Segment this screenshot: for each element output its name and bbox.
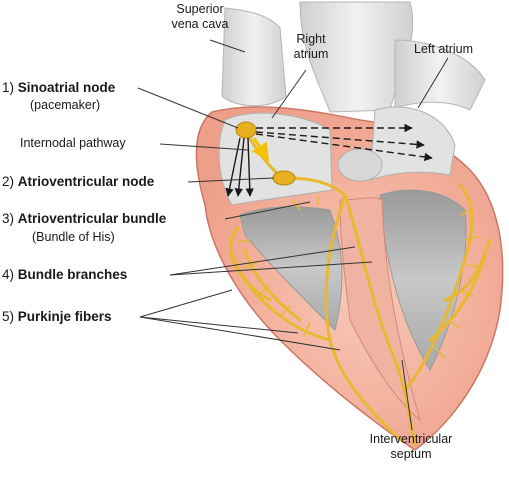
label-right-atrium: Right atrium <box>286 32 336 62</box>
label-bundle-branches: 4) Bundle branches <box>2 267 127 283</box>
bundle-branches-number: 4) <box>2 267 15 282</box>
purkinje-title: Purkinje fibers <box>17 309 112 324</box>
right-ventricle-chamber <box>239 206 343 331</box>
impulse-arrow-3 <box>245 137 254 197</box>
label-av-bundle-sub: (Bundle of His) <box>32 230 115 244</box>
leader-av-bundle <box>224 201 311 220</box>
label-interventricular-septum: Interventricular septum <box>356 432 466 462</box>
septum-line-1: Interventricular <box>369 432 453 446</box>
purkinje-left-2 <box>428 253 487 342</box>
leader-bundle-branch-2 <box>169 261 373 276</box>
leader-bundle-branch-1 <box>169 246 356 276</box>
leader-purkinje-3 <box>139 316 341 351</box>
sa-node-number: 1) <box>2 80 15 95</box>
label-left-atrium: Left atrium <box>414 42 474 56</box>
purkinje-left-3 <box>443 238 492 302</box>
av-impulse-arrow <box>251 137 270 162</box>
pulmonary-trunk <box>394 39 486 111</box>
leader-purkinje-1 <box>139 289 233 318</box>
svc-line-2: vena cava <box>171 17 229 31</box>
label-sa-node-sub: (pacemaker) <box>30 98 101 112</box>
av-bundle-title: Atrioventricular bundle <box>17 211 167 226</box>
label-purkinje-fibers: 5) Purkinje fibers <box>2 309 112 325</box>
leader-right-atrium <box>271 69 307 119</box>
impulse-arrow-5 <box>255 131 425 149</box>
leader-left-atrium <box>417 57 449 109</box>
label-internodal-pathway: Internodal pathway <box>20 136 126 150</box>
superior-vena-cava <box>221 7 287 107</box>
leader-purkinje-2 <box>139 316 299 334</box>
sa-node-title: Sinoatrial node <box>17 80 116 95</box>
leader-internodal <box>159 143 249 151</box>
right-atrium-line-2: atrium <box>293 47 329 61</box>
purkinje-right-3 <box>230 253 272 302</box>
bundle-branches-title: Bundle branches <box>17 267 128 282</box>
purkinje-left-1 <box>403 183 474 392</box>
leader-lines <box>137 39 449 431</box>
valve <box>337 148 383 182</box>
purkinje-fine-fibers <box>237 195 483 359</box>
svc-line-1: Superior <box>176 2 224 16</box>
av-bundle-number: 3) <box>2 211 15 226</box>
leader-septum <box>401 359 413 431</box>
leader-av-node <box>187 177 275 183</box>
septum-line-2: septum <box>390 447 432 461</box>
av-node-number: 2) <box>2 174 15 189</box>
sa-node <box>235 121 257 139</box>
label-av-bundle: 3) Atrioventricular bundle <box>2 211 166 227</box>
av-node-title: Atrioventricular node <box>17 174 155 189</box>
impulse-arrow-6 <box>255 133 433 162</box>
leader-sa-node <box>137 87 239 129</box>
leader-svc <box>209 39 246 53</box>
right-atrium-line-1: Right <box>296 32 326 46</box>
purkinje-number: 5) <box>2 309 15 324</box>
impulse-arrow-1 <box>225 137 241 197</box>
impulse-arrow-2 <box>234 137 245 197</box>
impulse-arrows <box>225 123 433 197</box>
label-av-node: 2) Atrioventricular node <box>2 174 154 190</box>
purkinje-right-2 <box>243 248 302 322</box>
av-node <box>272 170 296 186</box>
left-bundle-branch <box>343 193 417 447</box>
label-sa-node: 1) Sinoatrial node <box>2 80 115 96</box>
label-superior-vena-cava: Superior vena cava <box>160 2 240 32</box>
